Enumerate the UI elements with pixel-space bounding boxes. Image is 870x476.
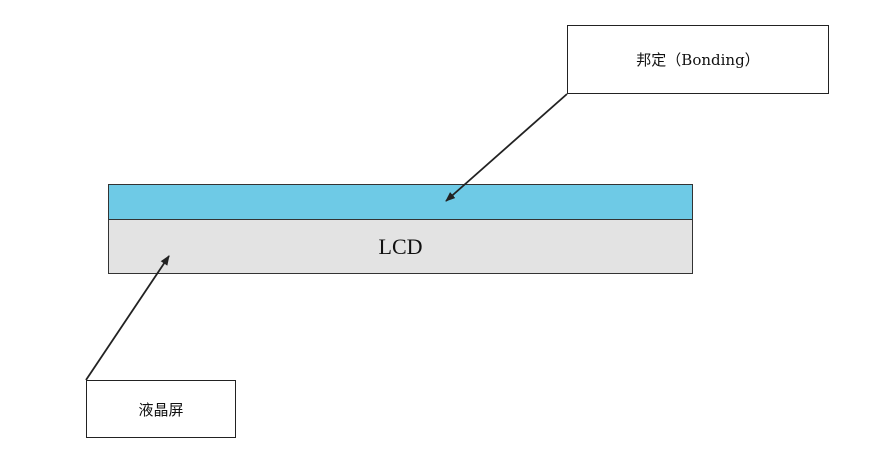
lcd-callout-box: 液晶屏 (86, 380, 236, 438)
lcd-layer: LCD (108, 219, 693, 274)
bonding-layer (108, 184, 693, 220)
bonding-callout-box: 邦定（Bonding） (567, 25, 829, 94)
lcd-arrow (85, 255, 170, 381)
bonding-callout-label: 邦定（Bonding） (636, 51, 760, 69)
lcd-callout-label: 液晶屏 (138, 400, 184, 419)
lcd-layer-label: LCD (378, 233, 423, 259)
bonding-arrow (445, 93, 568, 202)
